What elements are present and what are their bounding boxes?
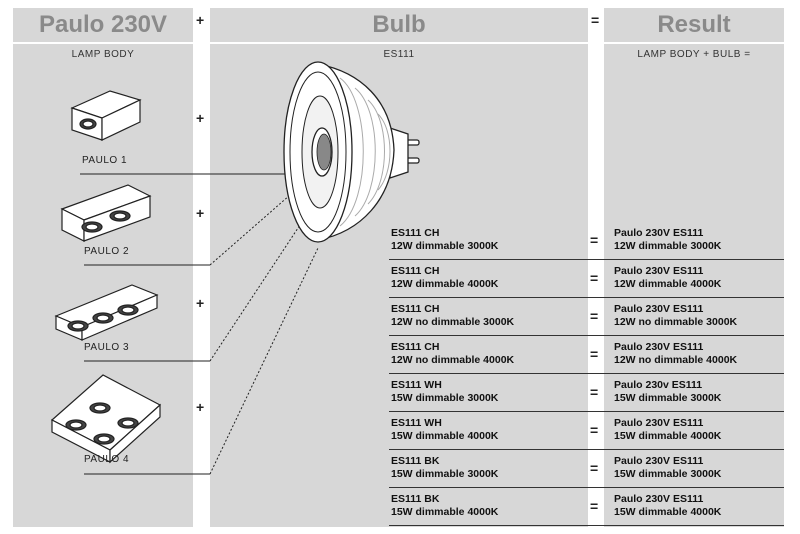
paulo-2-lamp-icon [60, 184, 152, 242]
result-subheader: LAMP BODY + BULB = [637, 49, 751, 60]
bulb-model-spec: 15W dimmable 4000K [391, 506, 499, 518]
lamp-subheader: LAMP BODY [71, 49, 135, 60]
result-spec: 15W dimmable 3000K [614, 468, 722, 480]
result-name: Paulo 230V ES111 [614, 227, 704, 239]
header-plus-sign: + [196, 12, 205, 28]
bulb-model-name: ES111 CH [391, 227, 440, 239]
bulb-model-spec: 12W dimmable 4000K [391, 278, 499, 290]
result-spec: 15W dimmable 4000K [614, 506, 722, 518]
result-spec: 12W dimmable 4000K [614, 278, 722, 290]
result-column [604, 8, 784, 527]
bulb-model-name: ES111 WH [391, 417, 442, 429]
row-equals-sign: = [590, 384, 599, 400]
bulb-model-spec: 12W no dimmable 4000K [391, 354, 515, 366]
bulb-header: Bulb [210, 8, 588, 44]
paulo-1-lamp-icon [70, 90, 142, 141]
result-name: Paulo 230V ES111 [614, 265, 704, 277]
row-equals-sign: = [590, 346, 599, 362]
row-equals-sign: = [590, 270, 599, 286]
lamp-2-plus-sign: + [196, 205, 205, 221]
bulb-model-spec: 15W dimmable 4000K [391, 430, 499, 442]
result-spec: 15W dimmable 3000K [614, 392, 722, 404]
result-name: Paulo 230v ES111 [614, 379, 703, 391]
lamp-4-plus-sign: + [196, 399, 205, 415]
bulb-model-spec: 12W dimmable 3000K [391, 240, 499, 252]
bulb-subheader: ES111 [383, 49, 415, 60]
paulo-4-lamp-icon [50, 374, 162, 464]
bulb-model-spec: 15W dimmable 3000K [391, 392, 499, 404]
lamp-1-plus-sign: + [196, 110, 205, 126]
lamp-1-label: PAULO 1 [82, 155, 127, 166]
row-equals-sign: = [590, 308, 599, 324]
row-equals-sign: = [590, 498, 599, 514]
result-spec: 12W dimmable 3000K [614, 240, 722, 252]
result-spec: 15W dimmable 4000K [614, 430, 722, 442]
lamp-3-plus-sign: + [196, 295, 205, 311]
row-equals-sign: = [590, 422, 599, 438]
bulb-model-name: ES111 WH [391, 379, 442, 391]
bulb-model-spec: 12W no dimmable 3000K [391, 316, 515, 328]
bulb-model-name: ES111 CH [391, 265, 440, 277]
bulb-column [210, 8, 588, 527]
bulb-model-name: ES111 CH [391, 341, 440, 353]
paulo-3-lamp-icon [54, 284, 159, 341]
result-name: Paulo 230V ES111 [614, 455, 704, 467]
leader-lines [80, 173, 319, 475]
bulb-model-spec: 15W dimmable 3000K [391, 468, 499, 480]
bulb-model-name: ES111 BK [391, 455, 440, 467]
es111-bulb-icon [283, 61, 420, 243]
result-name: Paulo 230V ES111 [614, 341, 704, 353]
result-header: Result [604, 8, 784, 44]
result-name: Paulo 230V ES111 [614, 417, 704, 429]
bulb-model-name: ES111 CH [391, 303, 440, 315]
header-equals-sign: = [591, 12, 600, 28]
lamp-3-label: PAULO 3 [84, 342, 129, 353]
result-name: Paulo 230V ES111 [614, 303, 704, 315]
lamp-header: Paulo 230V [13, 8, 193, 44]
row-equals-sign: = [590, 460, 599, 476]
result-spec: 12W no dimmable 3000K [614, 316, 738, 328]
bulb-model-name: ES111 BK [391, 493, 440, 505]
lamp-2-label: PAULO 2 [84, 246, 129, 257]
result-name: Paulo 230V ES111 [614, 493, 704, 505]
lamp-4-label: PAULO 4 [84, 454, 129, 465]
row-equals-sign: = [590, 232, 599, 248]
result-spec: 12W no dimmable 4000K [614, 354, 738, 366]
